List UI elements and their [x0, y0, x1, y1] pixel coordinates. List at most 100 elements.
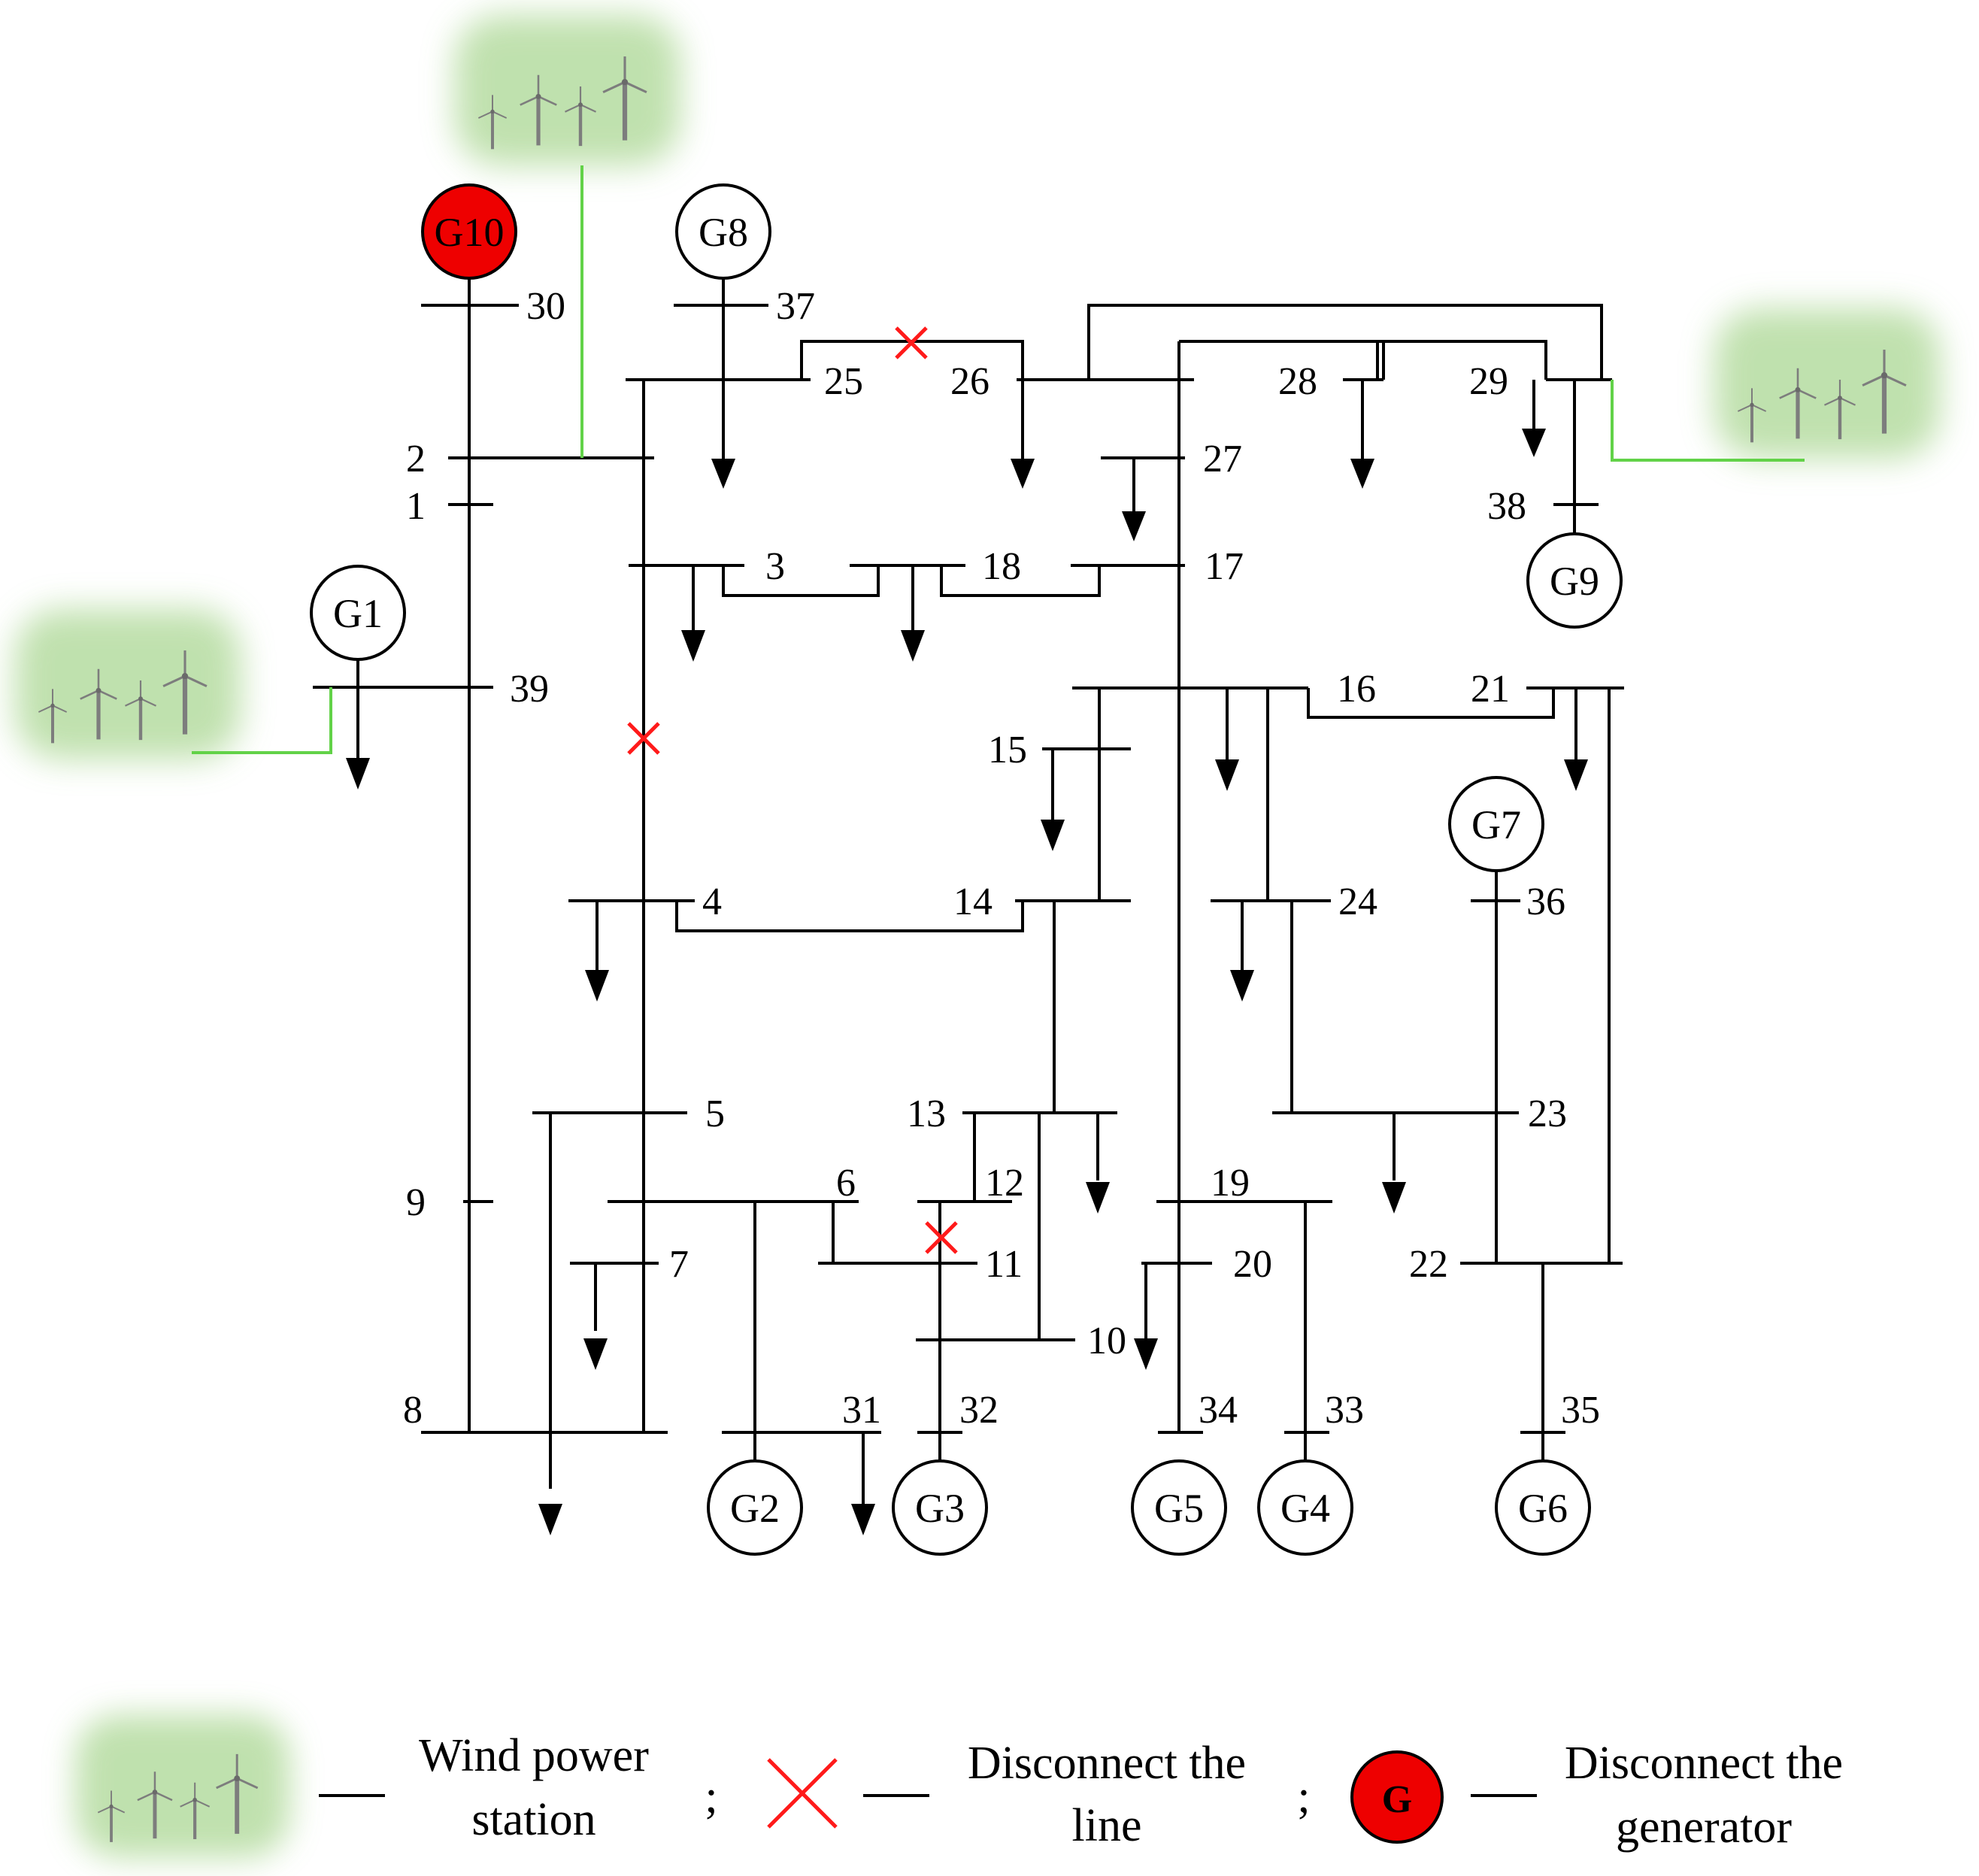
legend-disconnect-generator-icon: G: [1350, 1750, 1444, 1844]
bus-label: 12: [985, 1162, 1024, 1205]
legend-separator: ;: [705, 1771, 717, 1823]
generator-G1: G1: [310, 565, 406, 661]
bus-label: 9: [406, 1181, 426, 1224]
wind-station-bus-2: [455, 15, 680, 458]
bus-label: 2: [406, 438, 426, 480]
svg-text:G3: G3: [915, 1486, 965, 1531]
bus-label: 15: [988, 729, 1027, 771]
bus-label: 14: [953, 880, 993, 923]
bus-labels: 30 37 25 26 28 29 2 27 1 38 3 18 17 39 1…: [403, 285, 1600, 1432]
svg-text:G6: G6: [1518, 1486, 1568, 1531]
generator-G6: G6: [1495, 1459, 1591, 1556]
bus-label: 39: [510, 668, 549, 711]
generator-G2: G2: [707, 1459, 803, 1556]
bus-label: 16: [1337, 668, 1376, 711]
bus-label: 28: [1278, 360, 1317, 403]
legend-gen-line1: Disconnect the: [1565, 1738, 1843, 1789]
bus-label: 13: [907, 1093, 946, 1135]
bus-label: 29: [1469, 360, 1508, 403]
generator-G9: G9: [1526, 532, 1623, 629]
bus-label: 25: [824, 360, 863, 403]
bus-label: 11: [985, 1243, 1023, 1286]
load-arrow: [711, 459, 735, 489]
legend-separator: ;: [1297, 1771, 1310, 1823]
legend: Wind power station ; Disconnect the line…: [76, 1715, 1843, 1858]
generator-G10: G10: [421, 183, 517, 280]
bus-label: 5: [705, 1093, 725, 1135]
bus-label: 37: [776, 285, 815, 328]
load-arrow: [1086, 1182, 1110, 1214]
bus-label: 23: [1528, 1093, 1567, 1135]
bus-label: 4: [702, 880, 722, 923]
wind-station-bus-29: [1611, 308, 1940, 462]
svg-text:G: G: [1382, 1778, 1412, 1821]
bus-label: 36: [1526, 880, 1565, 923]
bus-label: 26: [950, 360, 990, 403]
load-arrow: [1122, 511, 1146, 541]
generator-G5: G5: [1131, 1459, 1227, 1556]
legend-line-line1: Disconnect the: [968, 1738, 1246, 1789]
load-arrow: [1230, 970, 1254, 1002]
generator-G7: G7: [1448, 776, 1544, 872]
load-arrow: [1215, 759, 1239, 791]
bus-label: 31: [842, 1389, 881, 1432]
bus-label: 30: [526, 285, 565, 328]
load-arrow: [851, 1504, 875, 1535]
load-arrow: [901, 630, 925, 662]
disconnect-mark-11-32: [925, 1221, 958, 1254]
bus-label: 22: [1409, 1243, 1448, 1286]
svg-text:G1: G1: [333, 591, 383, 636]
load-arrow: [585, 970, 609, 1002]
load-arrow: [1382, 1182, 1406, 1214]
svg-text:G2: G2: [730, 1486, 780, 1531]
legend-disconnect-line-icon: [767, 1758, 838, 1829]
load-arrow: [681, 630, 705, 662]
load-arrow: [1522, 429, 1546, 457]
bus-label: 7: [669, 1243, 689, 1286]
bus-label: 10: [1087, 1320, 1126, 1362]
load-arrow: [346, 758, 370, 789]
bus-label: 18: [982, 545, 1021, 588]
bus-label: 19: [1211, 1162, 1250, 1205]
load-arrows: [346, 429, 1588, 1535]
disconnect-marks: [627, 326, 958, 1254]
load-arrow: [1564, 759, 1588, 791]
bus-label: 38: [1487, 485, 1526, 528]
svg-text:G10: G10: [435, 210, 505, 255]
generators: G10 G8 G1 G9 G7 G2 G3 G5: [310, 183, 1623, 1556]
legend-wind-line1: Wind power: [419, 1730, 649, 1781]
load-arrow: [1041, 820, 1065, 851]
legend-wind-icon: [76, 1715, 290, 1858]
bus-label: 33: [1325, 1389, 1364, 1432]
svg-text:G7: G7: [1471, 802, 1521, 847]
bus-label: 35: [1561, 1389, 1600, 1432]
bus-label: 8: [403, 1389, 423, 1432]
svg-text:G8: G8: [699, 210, 748, 255]
bus-label: 20: [1233, 1243, 1272, 1286]
load-arrow: [1134, 1338, 1158, 1370]
bus-label: 6: [836, 1162, 856, 1205]
bus-label: 17: [1205, 545, 1244, 588]
load-arrow: [583, 1338, 608, 1370]
generator-G8: G8: [675, 183, 771, 280]
svg-text:G5: G5: [1154, 1486, 1204, 1531]
bus-label: 27: [1203, 438, 1242, 480]
wind-station-bus-39: [15, 609, 332, 759]
generator-G4: G4: [1257, 1459, 1353, 1556]
bus-label: 21: [1471, 668, 1510, 711]
disconnect-mark-25-26: [895, 326, 928, 359]
bus-label: 3: [765, 545, 785, 588]
network-lines: [313, 267, 1624, 1504]
legend-wind-line2: station: [471, 1794, 596, 1845]
load-arrow: [538, 1504, 562, 1535]
bus-label: 32: [959, 1389, 999, 1432]
bus-label: 1: [406, 485, 426, 528]
bus-label: 34: [1199, 1389, 1238, 1432]
svg-text:G4: G4: [1280, 1486, 1330, 1531]
disconnect-mark-2-25: [627, 722, 660, 755]
generator-G3: G3: [892, 1459, 988, 1556]
svg-text:G9: G9: [1550, 559, 1599, 604]
legend-gen-line2: generator: [1616, 1802, 1792, 1853]
legend-line-line2: line: [1072, 1800, 1142, 1851]
